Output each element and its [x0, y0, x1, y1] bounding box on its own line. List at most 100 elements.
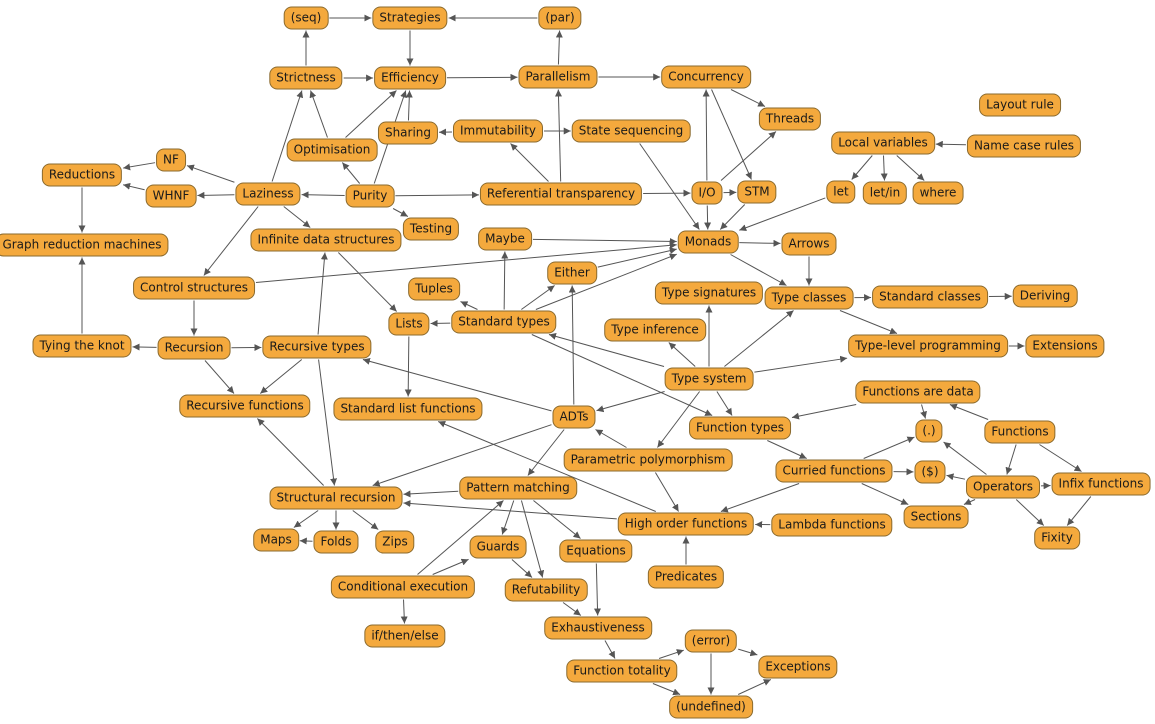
node-parallelism[interactable]: Parallelism: [518, 65, 598, 89]
node-recursion[interactable]: Recursion: [157, 336, 231, 360]
node-infix-functions[interactable]: Infix functions: [1051, 472, 1151, 496]
node-parametric-polymorphism[interactable]: Parametric polymorphism: [563, 448, 733, 472]
node-either[interactable]: Either: [547, 261, 597, 285]
node-extensions[interactable]: Extensions: [1025, 334, 1105, 358]
node-concurrency[interactable]: Concurrency: [661, 65, 751, 89]
node-type-system[interactable]: Type system: [664, 367, 754, 391]
node-nf[interactable]: NF: [156, 148, 186, 172]
node-strictness[interactable]: Strictness: [269, 66, 343, 90]
node-local-variables[interactable]: Local variables: [831, 131, 935, 155]
node-let-in[interactable]: let/in: [862, 181, 908, 205]
node-optimisation[interactable]: Optimisation: [286, 138, 378, 162]
node-infinite-data-structures[interactable]: Infinite data structures: [250, 228, 402, 252]
node-purity[interactable]: Purity: [345, 184, 395, 208]
node-stm[interactable]: STM: [737, 180, 777, 204]
node-maps[interactable]: Maps: [253, 528, 299, 552]
node-recursive-types[interactable]: Recursive types: [262, 335, 372, 359]
node-high-order-functions[interactable]: High order functions: [617, 512, 755, 536]
node-zips[interactable]: Zips: [375, 530, 415, 554]
node-laziness[interactable]: Laziness: [235, 182, 301, 206]
node-compose[interactable]: (.): [915, 419, 943, 443]
node-type-signatures[interactable]: Type signatures: [654, 281, 764, 305]
node-curried-functions[interactable]: Curried functions: [775, 459, 893, 483]
node-graph-reduction-machines[interactable]: Graph reduction machines: [0, 233, 169, 257]
node-par[interactable]: (par): [538, 6, 582, 30]
edge-hof-to-stdlistfuncs: [438, 420, 656, 512]
edge-io-to-concurrency: [702, 89, 710, 181]
edge-parpoly-to-adts: [595, 429, 627, 448]
node-standard-types[interactable]: Standard types: [451, 310, 557, 334]
edge-reftrans-to-parallelism: [555, 89, 562, 182]
node-operators[interactable]: Operators: [966, 475, 1040, 499]
node-control-structures[interactable]: Control structures: [133, 276, 255, 300]
node-structural-recursion[interactable]: Structural recursion: [269, 486, 403, 510]
node-fixity[interactable]: Fixity: [1034, 526, 1080, 550]
node-predicates[interactable]: Predicates: [647, 565, 725, 589]
node-folds[interactable]: Folds: [313, 530, 359, 554]
edge-stdtypes-to-either: [521, 285, 555, 310]
node-exhaustiveness[interactable]: Exhaustiveness: [544, 616, 652, 640]
edge-refutability-to-exhaustiveness: [562, 602, 582, 616]
node-type-level-programming[interactable]: Type-level programming: [848, 334, 1008, 358]
node-adts[interactable]: ADTs: [552, 405, 596, 429]
node-sharing[interactable]: Sharing: [377, 121, 439, 145]
node-arrows[interactable]: Arrows: [781, 232, 837, 256]
node-strategies[interactable]: Strategies: [372, 6, 448, 30]
node-whnf[interactable]: WHNF: [145, 184, 197, 208]
node-reductions[interactable]: Reductions: [41, 163, 123, 187]
node-dollar[interactable]: ($): [914, 460, 946, 484]
node-guards[interactable]: Guards: [469, 535, 527, 559]
edge-recursion-to-recfuncs: [204, 360, 235, 394]
node-function-totality[interactable]: Function totality: [566, 659, 678, 683]
node-where[interactable]: where: [912, 181, 964, 205]
node-conditional-execution[interactable]: Conditional execution: [330, 575, 476, 599]
node-immutability[interactable]: Immutability: [452, 119, 544, 143]
edge-funcsdata-to-functypes: [791, 404, 857, 420]
node-type-classes[interactable]: Type classes: [764, 286, 854, 310]
node-maybe[interactable]: Maybe: [478, 227, 532, 251]
edge-optimisation-to-strictness: [309, 90, 328, 138]
node-refutability[interactable]: Refutability: [504, 578, 588, 602]
node-functions-are-data[interactable]: Functions are data: [855, 380, 981, 404]
node-exceptions[interactable]: Exceptions: [758, 655, 838, 679]
node-equations[interactable]: Equations: [559, 539, 633, 563]
edge-stdtypes-to-maybe: [501, 251, 509, 310]
node-deriving[interactable]: Deriving: [1012, 284, 1078, 308]
node-if-then-else[interactable]: if/then/else: [364, 624, 446, 648]
node-testing[interactable]: Testing: [402, 217, 460, 241]
node-standard-list-functions[interactable]: Standard list functions: [333, 397, 483, 421]
node-efficiency[interactable]: Efficiency: [374, 66, 446, 90]
node-seq[interactable]: (seq): [283, 6, 329, 30]
node-tying-the-knot[interactable]: Tying the knot: [32, 334, 132, 358]
node-function-types[interactable]: Function types: [689, 416, 791, 440]
edge-stm-to-monads: [719, 204, 746, 230]
edge-localvars-to-where: [896, 155, 925, 181]
node-monads[interactable]: Monads: [677, 230, 739, 254]
node-lambda-functions[interactable]: Lambda functions: [771, 513, 893, 537]
edge-whnf-to-reductions: [123, 182, 145, 191]
node-type-inference[interactable]: Type inference: [604, 318, 706, 342]
node-name-case-rules[interactable]: Name case rules: [966, 134, 1082, 158]
edge-patmatch-to-structrec: [403, 490, 459, 498]
node-functions[interactable]: Functions: [984, 420, 1056, 444]
node-io[interactable]: I/O: [691, 181, 723, 205]
node-error[interactable]: (error): [684, 629, 738, 653]
node-let[interactable]: let: [826, 180, 856, 204]
edge-error-to-exceptions: [738, 648, 758, 657]
node-tuples[interactable]: Tuples: [408, 277, 460, 301]
edge-rectypes-to-infdata: [317, 252, 328, 335]
node-standard-classes[interactable]: Standard classes: [872, 285, 988, 309]
node-threads[interactable]: Threads: [758, 107, 822, 131]
node-sections[interactable]: Sections: [903, 505, 969, 529]
edge-typesystem-to-stdtypes: [548, 333, 665, 367]
edge-funcsdata-to-compose: [920, 404, 927, 419]
node-undefined[interactable]: (undefined): [669, 695, 753, 719]
edge-localvars-to-letin: [880, 155, 888, 181]
node-state-sequencing[interactable]: State sequencing: [571, 119, 691, 143]
node-pattern-matching[interactable]: Pattern matching: [459, 476, 577, 500]
node-lists[interactable]: Lists: [388, 312, 430, 336]
node-layout-rule[interactable]: Layout rule: [979, 93, 1061, 117]
node-referential-transparency[interactable]: Referential transparency: [479, 182, 643, 206]
node-recursive-functions[interactable]: Recursive functions: [179, 394, 311, 418]
